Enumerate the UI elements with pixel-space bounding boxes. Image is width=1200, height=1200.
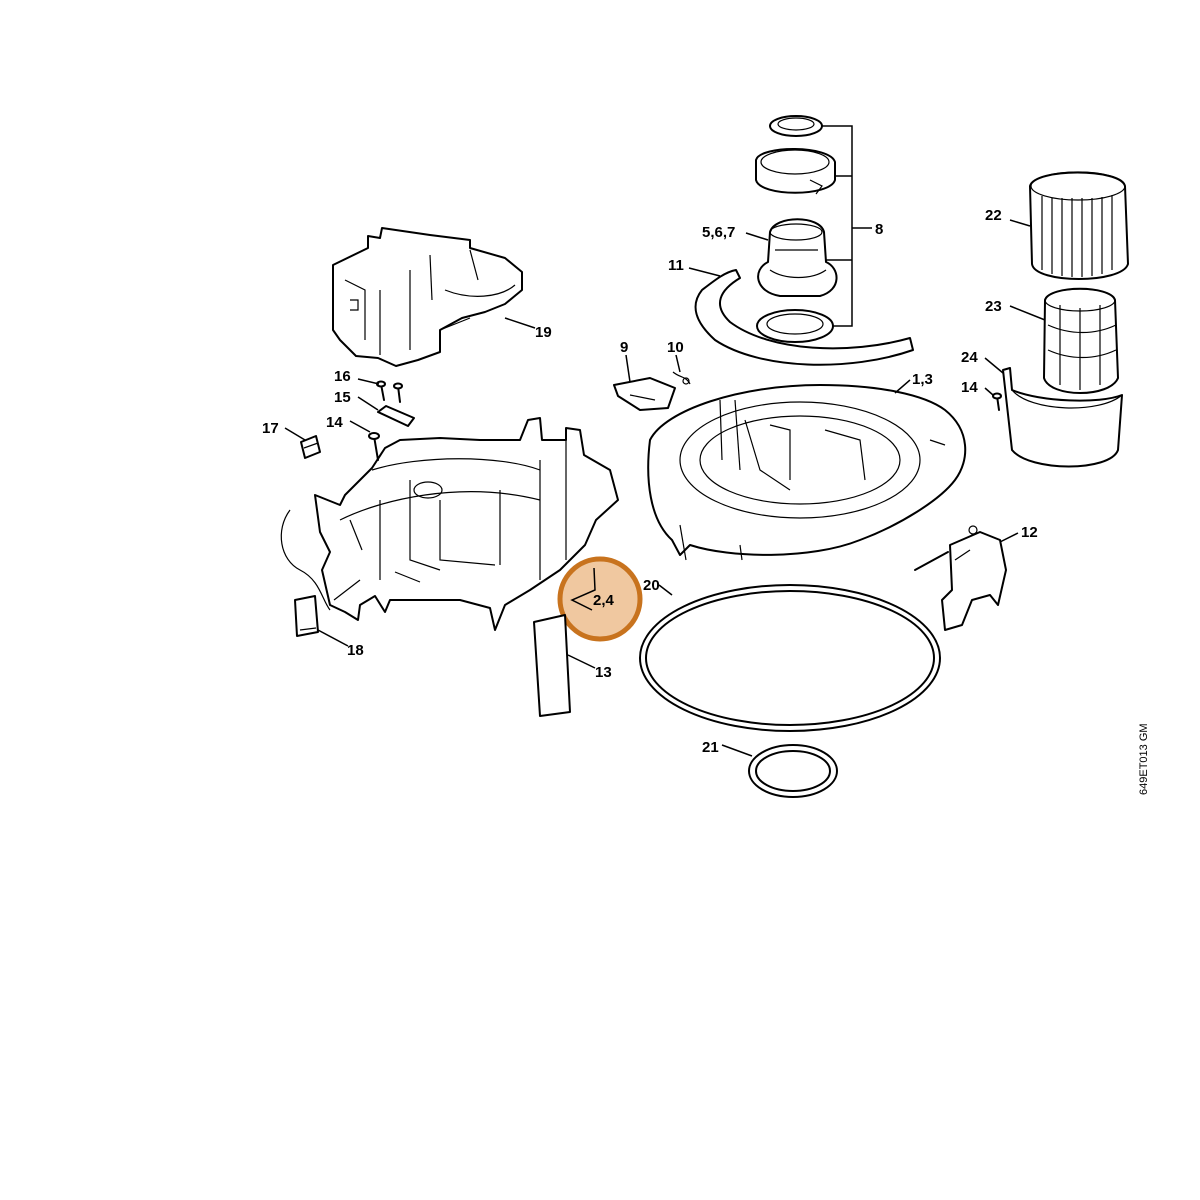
part-11-curved-strip[interactable] [694, 269, 914, 366]
part-14-screw-left[interactable] [368, 432, 380, 461]
part-15-strip[interactable] [377, 405, 415, 427]
callout-labels: 19 16 15 14 17 18 13 2,4 20 21 12 1,3 9 … [262, 207, 1038, 756]
bracket-8 [822, 125, 872, 327]
part-20-large-gasket[interactable] [639, 584, 941, 732]
leader-lines [284, 219, 1046, 757]
highlight-circle [557, 556, 643, 642]
part-1-3-base-plate[interactable] [647, 384, 967, 561]
part-21-small-gasket[interactable] [748, 744, 838, 798]
callout-12: 12 [1021, 524, 1038, 541]
part-10-spring[interactable] [672, 371, 691, 385]
part-16-screws[interactable] [376, 380, 403, 403]
callout-10: 10 [667, 339, 684, 356]
callout-14-left: 14 [326, 414, 343, 431]
cable-wire [280, 509, 331, 611]
callout-2-4: 2,4 [593, 592, 615, 609]
part-24-tray[interactable] [1002, 367, 1123, 468]
part-18-clip[interactable] [294, 595, 319, 637]
part-13-flap[interactable] [533, 614, 571, 717]
callout-18: 18 [347, 642, 364, 659]
callout-20: 20 [643, 577, 660, 594]
callout-16: 16 [334, 368, 351, 385]
part-19-upper-housing[interactable] [332, 227, 523, 367]
callout-19: 19 [535, 324, 552, 341]
callout-8: 8 [875, 221, 883, 238]
part-2-4-main-housing[interactable] [314, 417, 619, 631]
callout-1-3: 1,3 [912, 371, 933, 388]
part-12-side-bracket[interactable] [914, 525, 1007, 631]
callout-15: 15 [334, 389, 351, 406]
callout-5-6-7: 5,6,7 [702, 224, 735, 241]
callout-14-right: 14 [961, 379, 978, 396]
part-5-6-7-motor[interactable] [757, 218, 838, 297]
callout-9: 9 [620, 339, 628, 356]
drawing-code: 649ET013 GM [1138, 723, 1150, 795]
part-14-screw-right[interactable] [992, 392, 1002, 411]
part-23-filter-basket[interactable] [1043, 287, 1119, 394]
callout-13: 13 [595, 664, 612, 681]
callout-22: 22 [985, 207, 1002, 224]
part-17-clip[interactable] [300, 435, 321, 459]
callout-23: 23 [985, 298, 1002, 315]
part-motor-bottom-seal[interactable] [756, 309, 834, 343]
part-motor-retainer-ring[interactable] [755, 148, 836, 195]
callout-11: 11 [668, 257, 684, 274]
callout-21: 21 [702, 739, 719, 756]
part-22-filter-cartridge[interactable] [1029, 171, 1129, 280]
callout-24: 24 [961, 349, 978, 366]
part-motor-top-seal[interactable] [769, 115, 823, 137]
part-9-flap[interactable] [613, 377, 676, 411]
callout-17: 17 [262, 420, 279, 437]
